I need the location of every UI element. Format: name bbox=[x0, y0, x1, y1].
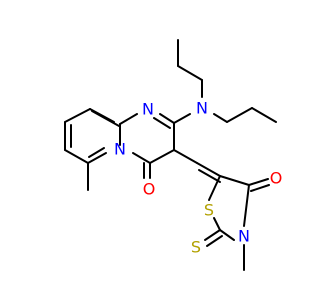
bond bbox=[219, 175, 250, 186]
molecule-structure: N N N N O O S S bbox=[64, 39, 282, 271]
atom-label: O bbox=[270, 169, 283, 188]
bond bbox=[251, 107, 277, 123]
atom-label: N bbox=[142, 100, 154, 119]
bond bbox=[159, 113, 175, 124]
bond bbox=[149, 149, 175, 164]
bond bbox=[132, 152, 151, 164]
bond bbox=[119, 113, 138, 125]
bond bbox=[208, 175, 221, 201]
bond bbox=[226, 107, 253, 123]
bond bbox=[64, 149, 89, 164]
atom-labels: N N N N O O S S bbox=[114, 99, 282, 257]
bond bbox=[196, 162, 221, 177]
bond bbox=[206, 235, 223, 247]
atom-label: N bbox=[114, 140, 126, 159]
bond bbox=[219, 229, 235, 241]
bond bbox=[213, 217, 221, 231]
bond bbox=[198, 169, 221, 183]
bonds bbox=[64, 39, 277, 271]
bond bbox=[248, 178, 269, 186]
atom-label: O bbox=[143, 180, 156, 199]
atom-label: S bbox=[191, 238, 201, 257]
bond bbox=[177, 65, 203, 81]
bond bbox=[204, 229, 221, 241]
atom-label: S bbox=[204, 201, 214, 220]
bond bbox=[153, 117, 171, 129]
bond bbox=[243, 184, 250, 227]
molecule-canvas: N N N N O O S S bbox=[64, 39, 283, 271]
bond bbox=[213, 113, 228, 123]
atom-label: N bbox=[196, 99, 208, 118]
bond bbox=[173, 113, 191, 124]
bond bbox=[87, 152, 107, 164]
bond bbox=[250, 184, 270, 192]
bond bbox=[91, 110, 120, 127]
bond bbox=[64, 108, 91, 123]
bond bbox=[88, 147, 105, 158]
atom-label: N bbox=[238, 227, 250, 246]
bond bbox=[173, 149, 198, 164]
